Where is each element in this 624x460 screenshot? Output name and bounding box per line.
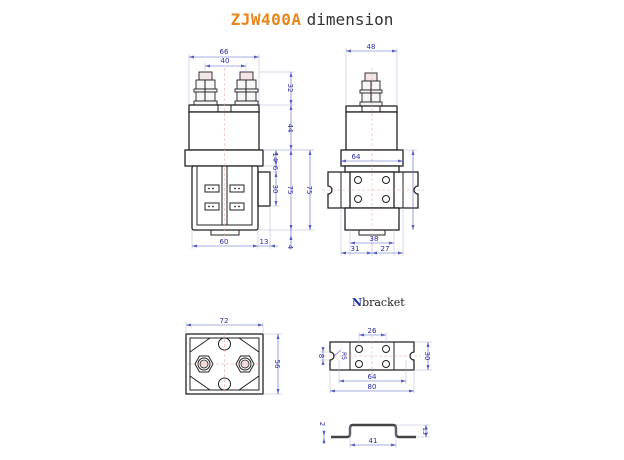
dim-step-height: 13 bbox=[421, 427, 428, 435]
dim-foot-width: 60 bbox=[220, 238, 229, 246]
bracket-plan: 26 8 R5 30 64 80 bbox=[317, 327, 432, 394]
dim-foot-width-side: 38 bbox=[370, 235, 379, 243]
coil-body bbox=[188, 111, 260, 151]
front-view: 66 40 32 44 14 6 30 75 4 bbox=[184, 48, 314, 250]
dim-body-height: 44 bbox=[286, 124, 294, 133]
title-suffix: dimension bbox=[306, 10, 394, 29]
dim-overall-width: 66 bbox=[220, 48, 229, 56]
side-coil-body bbox=[345, 111, 398, 151]
lower-housing bbox=[191, 165, 259, 231]
dim-thickness: 2 bbox=[318, 422, 326, 426]
dim-base-offset: 4 bbox=[286, 245, 294, 250]
bracket-label: bracket bbox=[362, 296, 405, 309]
terminal-right bbox=[234, 71, 259, 106]
dim-terminal-height: 32 bbox=[286, 84, 294, 93]
dim-gap: 6 bbox=[271, 166, 279, 171]
bracket-type-letter: N bbox=[352, 296, 363, 309]
drawing-title: ZJW400A dimension bbox=[0, 10, 624, 29]
dim-hole-spacing: 26 bbox=[368, 327, 377, 335]
dim-bracket-length: 80 bbox=[368, 383, 377, 391]
dim-lower-height: 75 bbox=[286, 186, 294, 195]
dim-slot-height: 8 bbox=[317, 354, 325, 358]
dim-slot-radius: R5 bbox=[340, 352, 347, 360]
dim-bracket-height: 30 bbox=[423, 352, 431, 361]
dim-left-offset: 31 bbox=[351, 245, 360, 253]
dim-right-height: 75 bbox=[305, 186, 313, 195]
bracket-profile: 41 2 13 bbox=[318, 422, 430, 448]
model-number: ZJW400A bbox=[230, 10, 302, 29]
bracket-section-title: Nbracket bbox=[352, 296, 405, 309]
dim-top-width: 72 bbox=[220, 317, 229, 325]
dim-body-width: 48 bbox=[367, 43, 376, 51]
top-view: 72 56 bbox=[185, 317, 282, 395]
side-view: 48 64 38 31 27 bbox=[322, 43, 424, 256]
dim-right-offset: 27 bbox=[381, 245, 390, 253]
dim-aux-height: 30 bbox=[271, 185, 279, 194]
aux-switch-box bbox=[257, 171, 271, 207]
terminal-left bbox=[193, 71, 218, 106]
dim-flange-thickness: 14 bbox=[271, 153, 279, 162]
dim-flange-width: 64 bbox=[352, 153, 361, 161]
dim-aux-offset: 13 bbox=[260, 238, 269, 246]
dim-terminal-spacing: 40 bbox=[221, 57, 230, 65]
mounting-flange bbox=[184, 149, 264, 167]
dim-inner-width: 41 bbox=[369, 437, 378, 445]
dim-top-height: 56 bbox=[273, 360, 281, 369]
base-foot bbox=[210, 229, 240, 236]
bracket-profile-shape bbox=[331, 423, 416, 439]
terminal-cap bbox=[188, 104, 260, 113]
aux-contacts bbox=[204, 184, 245, 211]
dim-slot-spacing: 64 bbox=[368, 373, 377, 381]
